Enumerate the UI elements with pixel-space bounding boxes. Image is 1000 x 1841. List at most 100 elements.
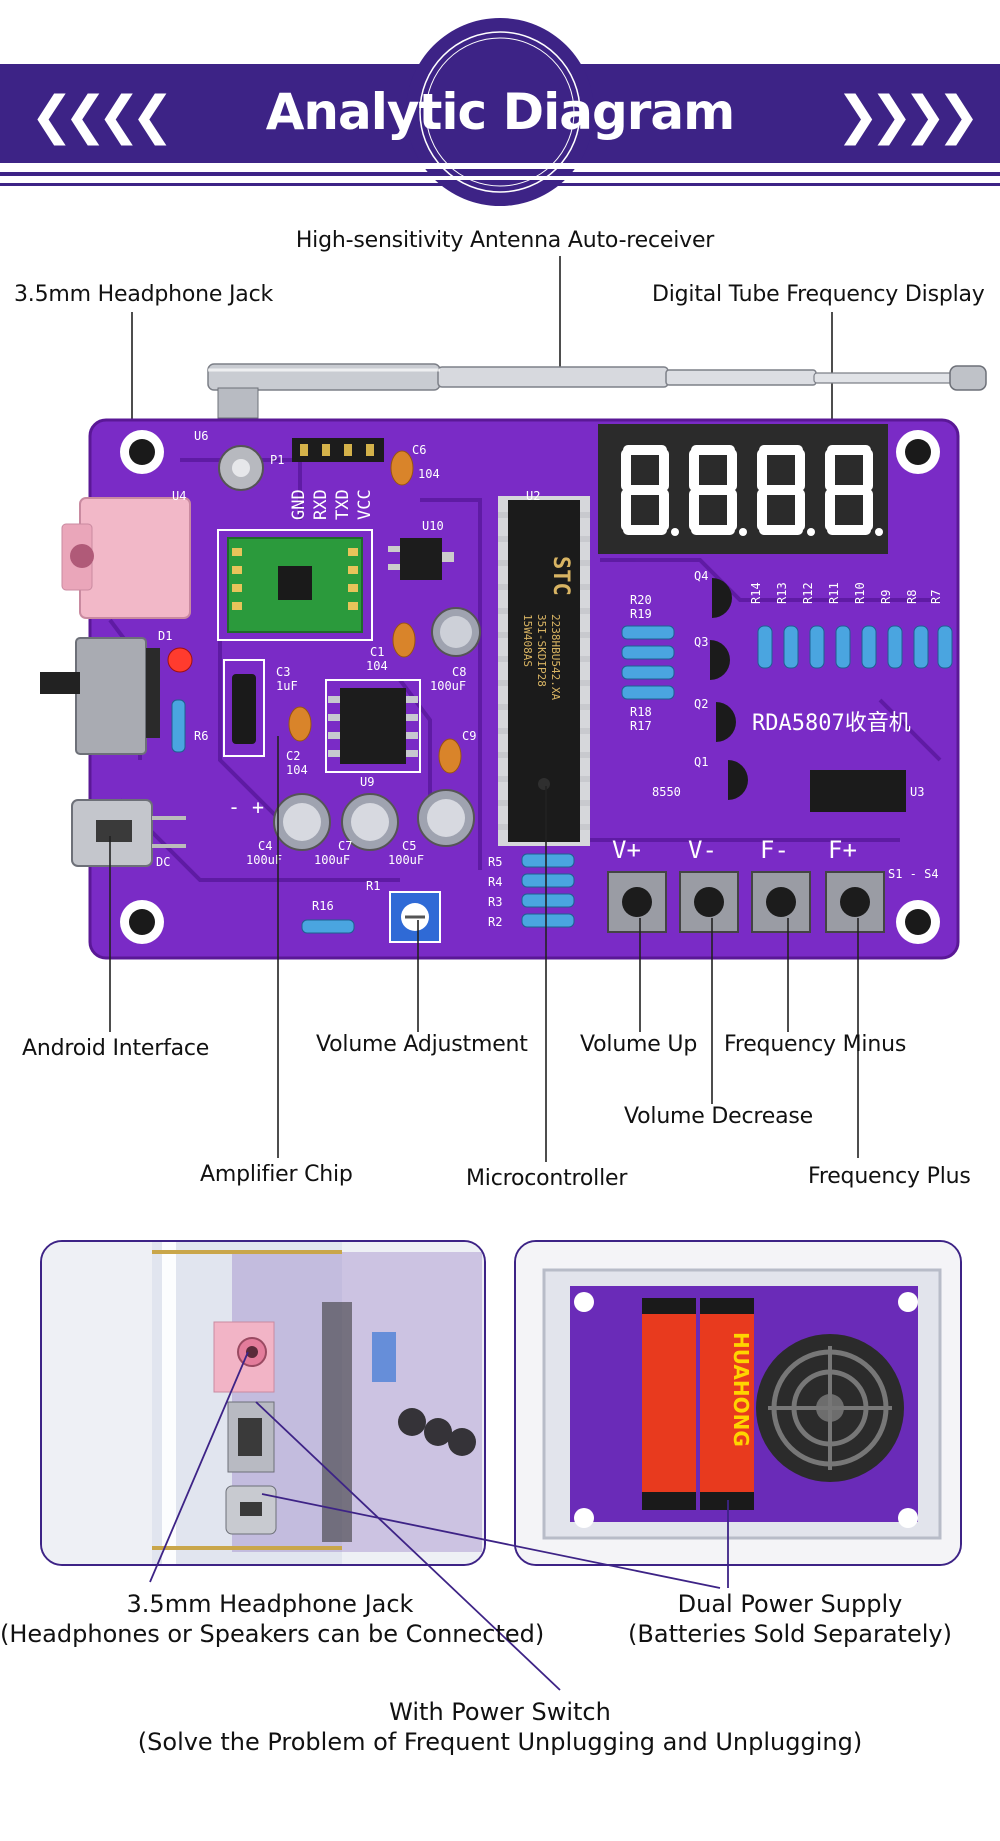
- bottom-power-title: Dual Power Supply: [677, 1590, 903, 1618]
- silk-c6: C6: [412, 443, 426, 457]
- chip-line2: 35I-SKDIP28: [535, 614, 548, 687]
- silk-c8v: 100uF: [430, 679, 466, 693]
- module-name: RDA5807收音机: [752, 711, 911, 736]
- microcontroller-chip: [498, 496, 590, 846]
- transistors: [710, 578, 748, 800]
- silkscreen-text: U6 P1 C6 104 U4 U2 U10 D1 R6 C3 1uF C2 1…: [156, 429, 943, 929]
- battery-brand: HUAHONG: [729, 1332, 753, 1447]
- tantalum-capacitor: [223, 659, 265, 757]
- silk-c3v: 1uF: [276, 679, 298, 693]
- u3-chip: [810, 770, 906, 812]
- label-frequency-plus: Frequency Plus: [808, 1164, 971, 1189]
- resistor-bank-right: [757, 625, 953, 669]
- digit-4: [825, 445, 873, 535]
- right-chevrons-icon: ❯❯❯❯: [836, 86, 980, 146]
- silk-c5v: 100uF: [388, 853, 424, 867]
- silk-p1: P1: [270, 453, 284, 467]
- silk-q4: Q4: [694, 569, 708, 583]
- mounting-holes: [120, 430, 940, 944]
- label-android: Android Interface: [22, 1036, 210, 1061]
- label-volume-decrease: Volume Decrease: [624, 1104, 813, 1129]
- btn-label-fminus: F-: [760, 836, 789, 864]
- bottom-power-desc: (Batteries Sold Separately): [628, 1620, 952, 1648]
- label-antenna: High-sensitivity Antenna Auto-receiver: [295, 228, 715, 253]
- label-volume-up: Volume Up: [580, 1032, 698, 1057]
- page-title: Analytic Diagram: [265, 83, 736, 141]
- pin-header: [292, 438, 384, 462]
- headphone-jack: [61, 497, 191, 619]
- silk-u3: U3: [910, 785, 924, 799]
- label-volume-adjustment: Volume Adjustment: [316, 1032, 528, 1057]
- antenna-rod: [207, 363, 987, 419]
- label-display: Digital Tube Frequency Display: [652, 282, 985, 307]
- header-pin-labels: GND RXD TXD VCC: [289, 489, 375, 520]
- silk-plus: +: [252, 795, 264, 819]
- silk-c8: C8: [452, 665, 466, 679]
- chip-line3: 2238HBU542.XA: [549, 614, 562, 700]
- label-frequency-minus: Frequency Minus: [724, 1032, 907, 1057]
- side-view-illustration: [42, 1242, 484, 1564]
- battery-right: HUAHONG: [700, 1298, 754, 1510]
- bottom-leader-lines: [109, 736, 859, 1162]
- tactile-buttons: [607, 871, 885, 933]
- silk-r4: R4: [488, 875, 502, 889]
- silk-q1: Q1: [694, 755, 708, 769]
- silk-r9: R9: [879, 590, 893, 604]
- silk-c2v: 104: [286, 763, 308, 777]
- bottom-jack-desc: (Headphones or Speakers can be Connected…: [0, 1620, 545, 1648]
- silk-r19: R19: [630, 607, 652, 621]
- chip-brand: STC: [548, 556, 573, 596]
- silk-c4: C4: [258, 839, 272, 853]
- silk-r8: R8: [905, 590, 919, 604]
- silk-r12: R12: [801, 582, 815, 604]
- chip-markings: STC 15W408AS 35I-SKDIP28 2238HBU542.XA: [521, 556, 573, 700]
- resistor-bank-middle: [171, 625, 675, 934]
- silk-c2: C2: [286, 749, 300, 763]
- silk-dc: DC: [156, 855, 170, 869]
- rda5807-module: [217, 529, 373, 641]
- silk-c7: C7: [338, 839, 352, 853]
- digit-2: [689, 445, 737, 535]
- photo-battery-view: HUAHONG: [514, 1240, 962, 1566]
- silk-r16: R16: [312, 899, 334, 913]
- silk-c1v: 104: [366, 659, 388, 673]
- silk-c4v: 100uF: [246, 853, 282, 867]
- digit-1: [621, 445, 669, 535]
- silk-u6: U6: [194, 429, 208, 443]
- led: [167, 647, 193, 673]
- silk-r10: R10: [853, 582, 867, 604]
- btn-label-vplus: V+: [612, 836, 641, 864]
- ceramic-capacitors: [288, 450, 462, 774]
- silk-u9: U9: [360, 775, 374, 789]
- silk-r6: R6: [194, 729, 208, 743]
- silk-c1: C1: [370, 645, 384, 659]
- silk-q3: Q3: [694, 635, 708, 649]
- banner-graphic: [0, 18, 1000, 206]
- silk-r1: R1: [366, 879, 380, 893]
- silk-r11: R11: [827, 582, 841, 604]
- silk-q2: Q2: [694, 697, 708, 711]
- btn-label-vminus: V-: [688, 836, 717, 864]
- silk-r13: R13: [775, 582, 789, 604]
- silk-c7v: 100uF: [314, 853, 350, 867]
- bottom-jack-title: 3.5mm Headphone Jack: [126, 1590, 414, 1618]
- silk-r5: R5: [488, 855, 502, 869]
- silk-s1s4: S1 - S4: [888, 867, 939, 881]
- silk-c5: C5: [402, 839, 416, 853]
- power-switch: [40, 637, 160, 755]
- pin-gnd: GND: [289, 489, 309, 520]
- pin-rxd: RXD: [311, 489, 331, 520]
- silk-c6v: 104: [418, 467, 440, 481]
- btn-label-fplus: F+: [828, 836, 857, 864]
- seven-segment-display: [598, 424, 888, 554]
- silk-c3: C3: [276, 665, 290, 679]
- photo-side-view: [40, 1240, 486, 1566]
- pin-vcc: VCC: [355, 489, 375, 520]
- label-amplifier-chip: Amplifier Chip: [200, 1162, 353, 1187]
- bottom-switch-title: With Power Switch: [389, 1698, 611, 1726]
- silk-u2: U2: [526, 489, 540, 503]
- header-banner: [0, 0, 1000, 210]
- silk-d1: D1: [158, 629, 172, 643]
- battery-view-illustration: HUAHONG: [516, 1242, 960, 1564]
